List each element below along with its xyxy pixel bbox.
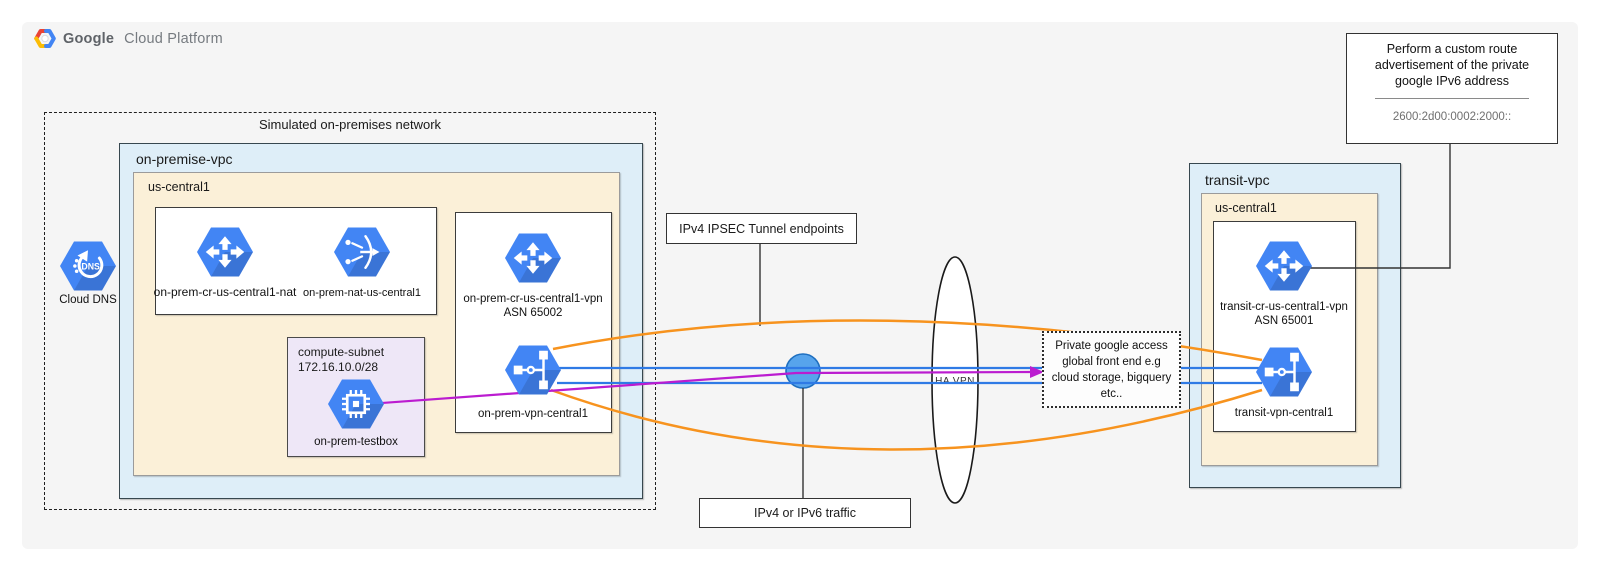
pga-line-2: global front end e.g — [1062, 355, 1161, 368]
onprem-vpn-box — [455, 212, 612, 433]
pga-line-3: cloud storage, bigquery — [1051, 371, 1172, 384]
route-advertisement-text: Perform a custom route advertisement of … — [1374, 42, 1530, 88]
ipv6-address: 2600:2d00:0002:2000:: — [1392, 111, 1512, 123]
traffic-callout: IPv4 or IPv6 traffic — [699, 498, 911, 528]
transit-inner-box — [1213, 221, 1356, 432]
ipsec-endpoints-callout: IPv4 IPSEC Tunnel endpoints — [666, 213, 857, 244]
gcp-logo: Google Cloud Platform — [34, 29, 223, 48]
onprem-vpc-label: on-premise-vpc — [136, 151, 233, 167]
pga-line-4: etc.. — [1100, 387, 1123, 400]
route-advertisement-note: Perform a custom route advertisement of … — [1346, 33, 1558, 144]
onprem-region-label: us-central1 — [148, 180, 210, 194]
logo-text-google: Google — [63, 30, 115, 47]
onprem-dashed-container — [44, 112, 656, 510]
transit-region-label: us-central1 — [1215, 201, 1277, 215]
traffic-text: IPv4 or IPv6 traffic — [754, 506, 856, 520]
gcp-hexagon-icon — [34, 29, 56, 48]
transit-vpc-label: transit-vpc — [1205, 172, 1270, 188]
compute-subnet-title: compute-subnet — [298, 345, 385, 359]
onprem-title: Simulated on-premises network — [258, 117, 442, 132]
pga-line-1: Private google access — [1055, 339, 1168, 352]
onprem-router-nat-box — [155, 207, 437, 315]
private-google-access-box: Private google access global front end e… — [1042, 331, 1181, 408]
compute-subnet-cidr: 172.16.10.0/28 — [298, 360, 379, 374]
logo-text-rest: Cloud Platform — [124, 30, 223, 47]
note-divider — [1375, 98, 1529, 99]
ipsec-endpoints-text: IPv4 IPSEC Tunnel endpoints — [679, 221, 844, 236]
